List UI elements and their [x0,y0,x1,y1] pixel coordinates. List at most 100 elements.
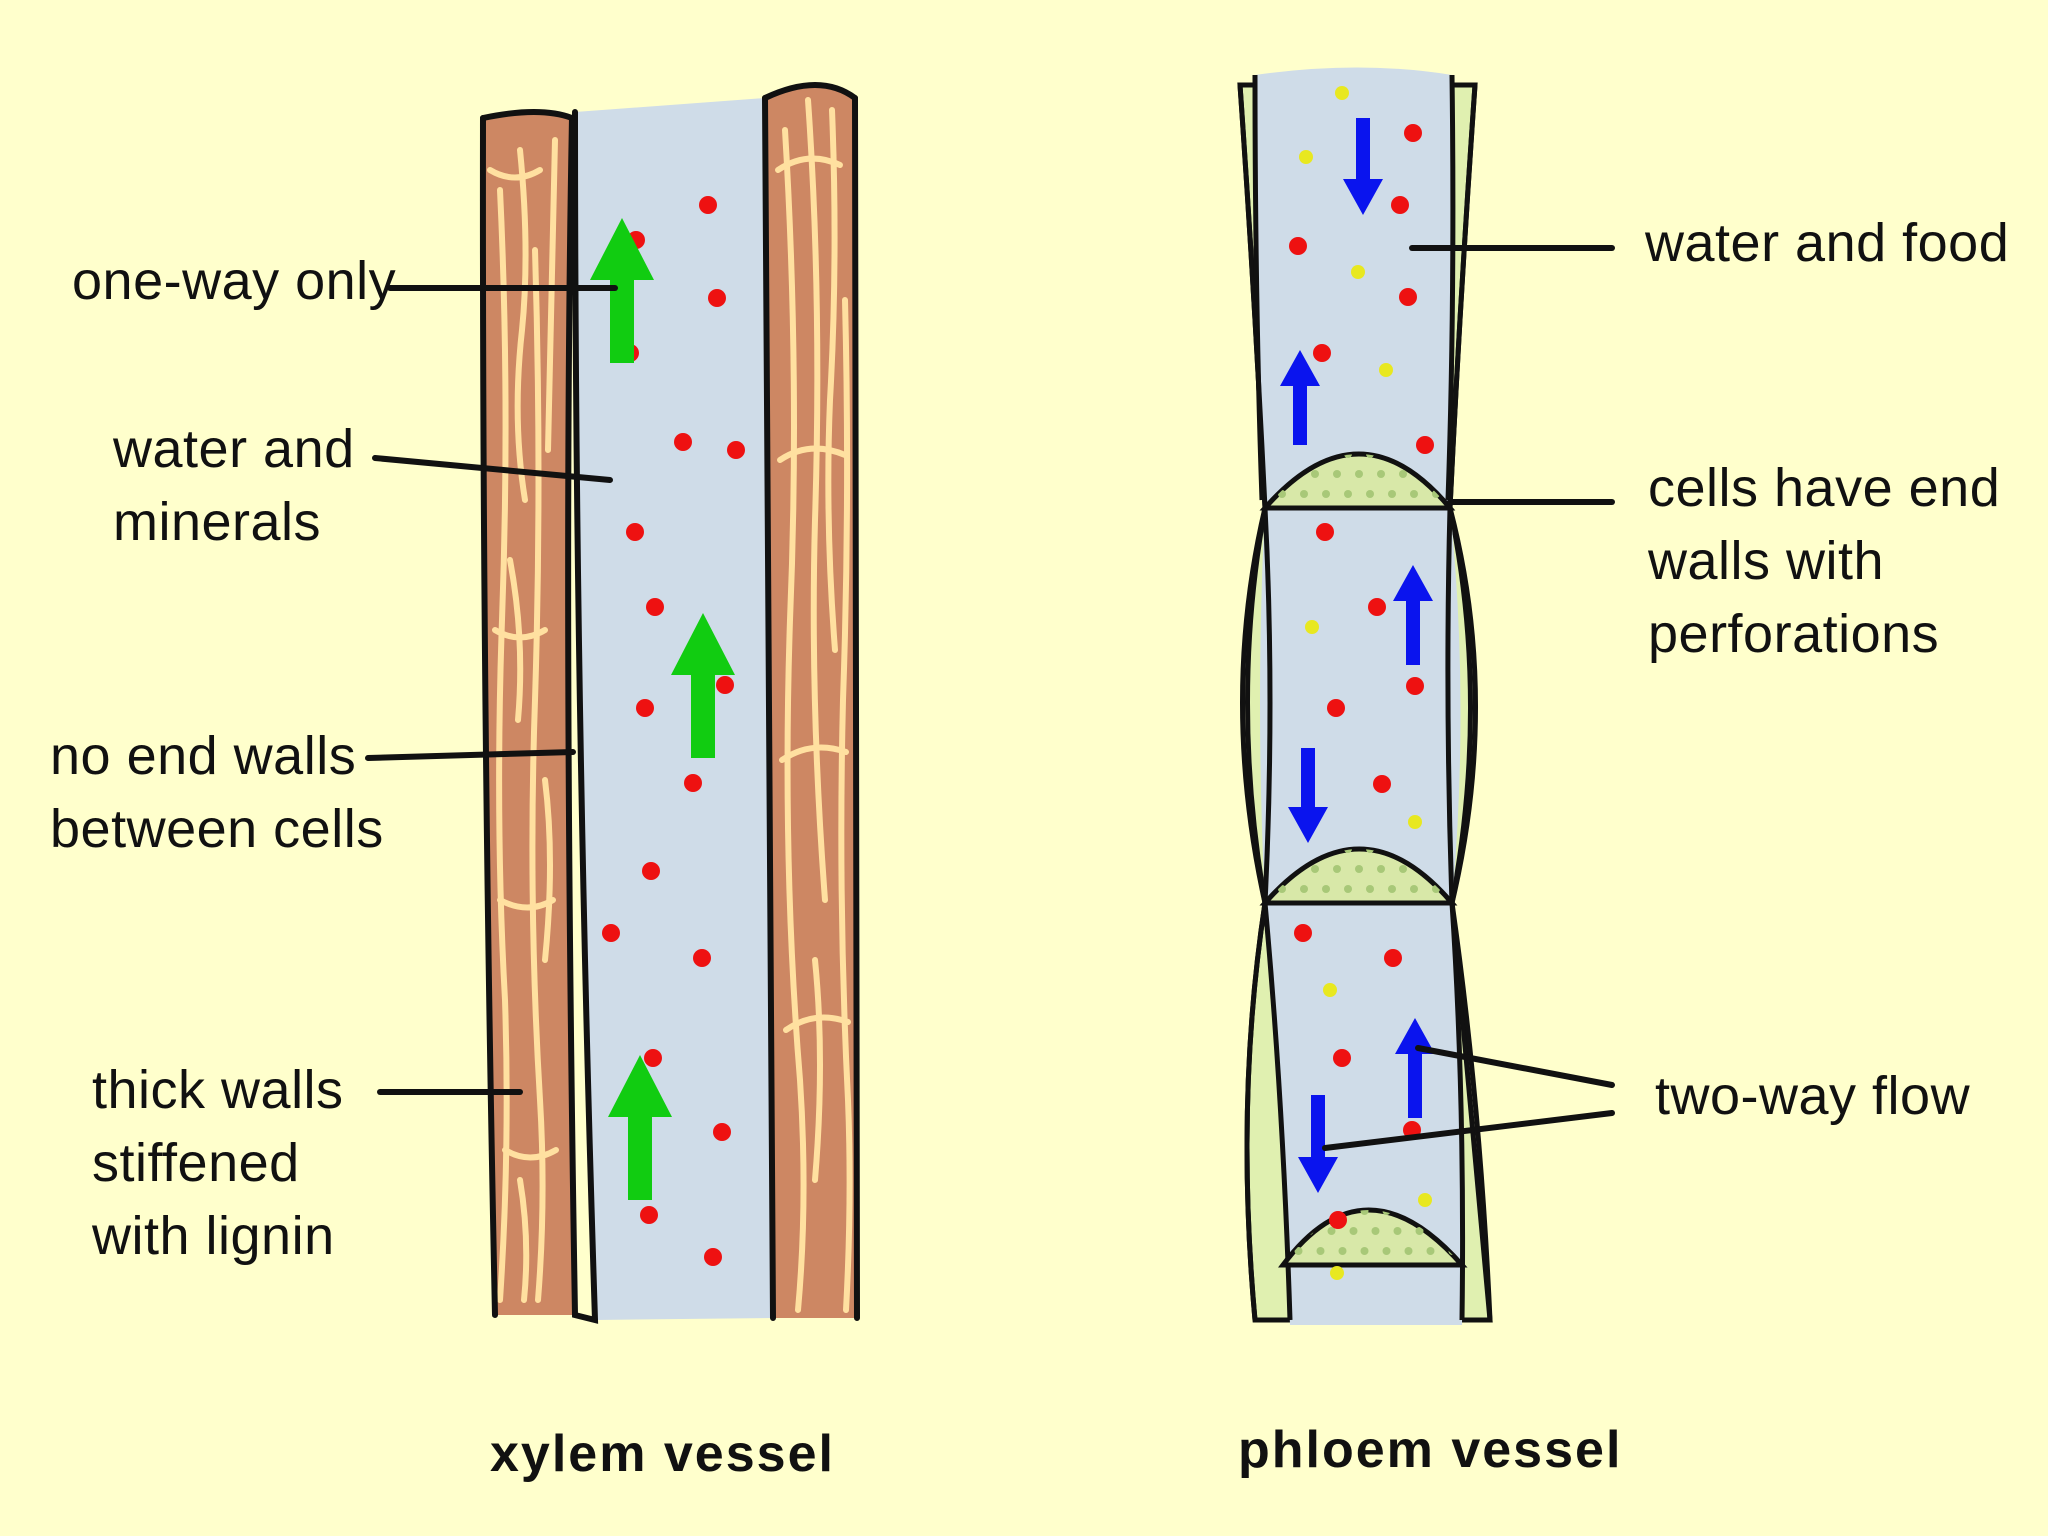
red-dot [626,523,644,541]
red-dot [644,1049,662,1067]
xylem-right-wall [765,85,857,1318]
red-dot [1399,288,1417,306]
xylem-right-grain [775,97,853,1313]
yellow-dot [1418,1193,1432,1207]
sieve-pore [1415,1227,1424,1235]
sieve-pore [1338,1247,1347,1255]
sieve-pore [1360,1247,1369,1255]
red-dot [636,699,654,717]
sieve-pore [1316,1247,1325,1255]
label-line: between cells [50,799,384,859]
sieve-pore [1344,454,1352,458]
label-two-way-flow: two-way flow [1655,1060,1970,1133]
yellow-dot [1351,265,1365,279]
red-dot [693,949,711,967]
blue-up-arrow [1280,350,1320,445]
red-dot [1289,237,1307,255]
sieve-pore [1393,1227,1402,1235]
sieve-pore [1300,885,1308,893]
sieve-pore [1355,865,1363,873]
red-dot [713,1123,731,1141]
red-dot [1327,699,1345,717]
sieve-pore [1426,1247,1435,1255]
sieve-pore [1410,490,1418,498]
red-dot [699,196,717,214]
red-dot [1406,677,1424,695]
sieve-pore [1311,470,1319,478]
sieve-pore [1399,865,1407,873]
leader-water-minerals [372,455,613,483]
sieve-pore [1333,865,1341,873]
red-dot [1329,1211,1347,1229]
sieve-pore [1322,885,1330,893]
red-dot [1373,775,1391,793]
sieve-pore [1388,885,1396,893]
label-line: perforations [1648,604,1940,664]
sieve-pore [1410,885,1418,893]
sieve-pore [1355,470,1363,478]
label-end-walls: cells have end walls with perforations [1648,452,2000,671]
sieve-pore [1300,490,1308,498]
xylem-lumen [575,98,773,1320]
red-dot [1368,598,1386,616]
sieve-pore [1333,470,1341,478]
red-dot [704,1248,722,1266]
green-up-arrow [590,218,654,363]
yellow-dot [1379,363,1393,377]
red-dot [684,774,702,792]
leader-two-way-b [1322,1110,1615,1151]
sieve-pore [1377,865,1385,873]
blue-up-arrow [1393,565,1433,665]
green-up-arrow [608,1055,672,1200]
sieve-pore [1366,454,1374,458]
red-dot [1404,124,1422,142]
yellow-dot [1305,620,1319,634]
red-dot [1333,1049,1351,1067]
sieve-pore [1327,1227,1336,1235]
red-dot [1316,523,1334,541]
label-line: walls with [1648,531,1885,591]
label-line: with lignin [92,1206,335,1266]
sieve-pore [1371,1227,1380,1235]
red-dot [1384,949,1402,967]
caption-xylem-vessel: xylem vessel [490,1425,835,1483]
yellow-dot [1299,150,1313,164]
yellow-dot [1323,983,1337,997]
sieve-pore [1344,849,1352,853]
blue-up-arrow [1395,1018,1435,1118]
green-up-arrow [671,613,735,758]
label-line: minerals [113,492,322,552]
red-dot [716,676,734,694]
sieve-pore [1377,470,1385,478]
sieve-plates [1259,451,1468,1268]
flow-arrows [590,118,1435,1200]
phloem-vessel [1237,67,1493,1325]
red-dot [646,598,664,616]
blue-down-arrow [1343,118,1383,215]
red-dot [642,862,660,880]
label-line: one-way only [72,251,397,311]
sieve-pore [1366,849,1374,853]
sieve-pore [1388,490,1396,498]
sieve-pore [1404,1247,1413,1255]
yellow-dot [1408,815,1422,829]
label-no-end-walls: no end walls between cells [50,720,384,866]
red-dot [640,1206,658,1224]
label-line: water and food [1645,213,2010,273]
sieve-pore [1322,490,1330,498]
blue-down-arrow [1298,1095,1338,1193]
label-water-and-minerals: water and minerals [113,413,355,559]
xylem-vessel [479,82,860,1324]
leader-two-way-a [1415,1045,1615,1088]
label-thick-walls: thick walls stiffened with lignin [92,1054,344,1273]
red-dot [708,289,726,307]
caption-phloem-vessel: phloem vessel [1238,1421,1623,1479]
label-line: stiffened [92,1133,300,1193]
leader-no-end-walls [365,749,576,761]
label-line: no end walls [50,726,357,786]
sieve-pore [1366,885,1374,893]
red-dot [1391,196,1409,214]
sieve-pore [1399,470,1407,478]
